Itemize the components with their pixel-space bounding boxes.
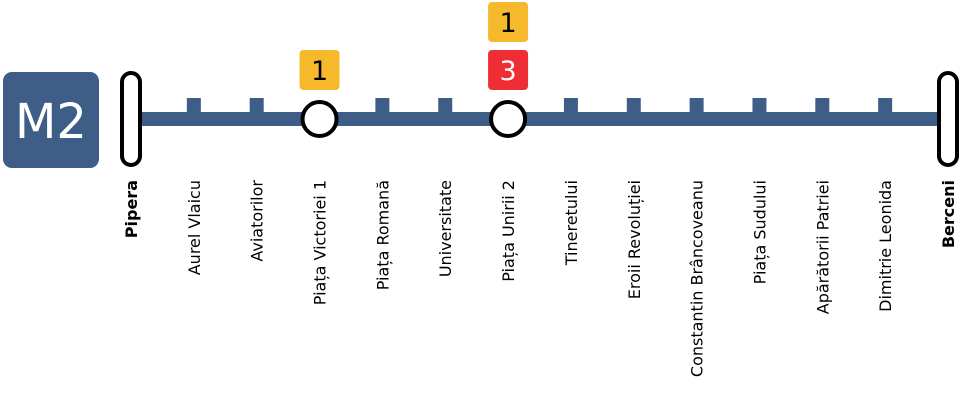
- station-label-dimitrie-leonida: Dimitrie Leonida: [876, 180, 895, 312]
- station-label-aparatorii-patriei: Apărătorii Patriei: [813, 180, 832, 314]
- terminus-marker-pipera: [120, 71, 142, 167]
- line-badge-label: M2: [15, 94, 87, 150]
- station-label-aviatorilor: Aviatorilor: [248, 180, 267, 262]
- terminus-marker-berceni: [937, 71, 959, 167]
- line-badge-box: [3, 72, 99, 168]
- stop-marker-piata-romana: [375, 98, 390, 113]
- transfer-badge-line-1: 1: [488, 2, 529, 42]
- stop-marker-aparatorii-patriei: [815, 98, 830, 113]
- stop-marker-piata-sudului: [752, 98, 767, 113]
- transfer-badge-box: [488, 2, 529, 42]
- stop-marker-dimitrie-leonida: [878, 98, 893, 113]
- station-label-berceni: Berceni: [939, 180, 958, 248]
- interchange-marker-piata-victoriei-1: [300, 100, 339, 138]
- station-label-constantin-brancoveanu: Constantin Brâncoveanu: [688, 180, 707, 377]
- transfer-badge-line-1: 1: [299, 50, 340, 90]
- stop-marker-constantin-brancoveanu: [689, 98, 704, 113]
- stop-marker-aviatorilor: [249, 98, 264, 113]
- line-track: [131, 112, 947, 126]
- line-badge: M2: [3, 72, 99, 168]
- station-label-aurel-vlaicu: Aurel Vlaicu: [185, 180, 204, 275]
- station-label-pipera: Pipera: [122, 180, 141, 238]
- station-label-piata-unirii-2: Piața Unirii 2: [499, 180, 518, 282]
- transfer-badge-box: [488, 50, 529, 90]
- interchange-marker-piata-unirii-2: [489, 100, 528, 138]
- station-label-piata-victoriei-1: Piața Victoriei 1: [311, 180, 330, 305]
- stop-marker-universitate: [438, 98, 453, 113]
- transfer-badge-box: [299, 50, 340, 90]
- station-label-eroii-revolutiei: Eroii Revoluției: [625, 180, 644, 299]
- station-label-tineretului: Tineretului: [562, 180, 581, 266]
- transfer-badge-line-3: 3: [488, 50, 529, 90]
- stop-marker-eroii-revolutiei: [626, 98, 641, 113]
- stop-marker-aurel-vlaicu: [186, 98, 201, 113]
- transfer-badge-label: 3: [499, 56, 516, 87]
- transfer-badge-label: 1: [499, 8, 516, 39]
- transfer-badge-label: 1: [311, 56, 328, 87]
- stop-marker-tineretului: [563, 98, 578, 113]
- station-label-universitate: Universitate: [436, 180, 455, 277]
- station-label-piata-sudului: Piața Sudului: [750, 180, 769, 284]
- station-label-piata-romana: Piața Romană: [373, 180, 392, 290]
